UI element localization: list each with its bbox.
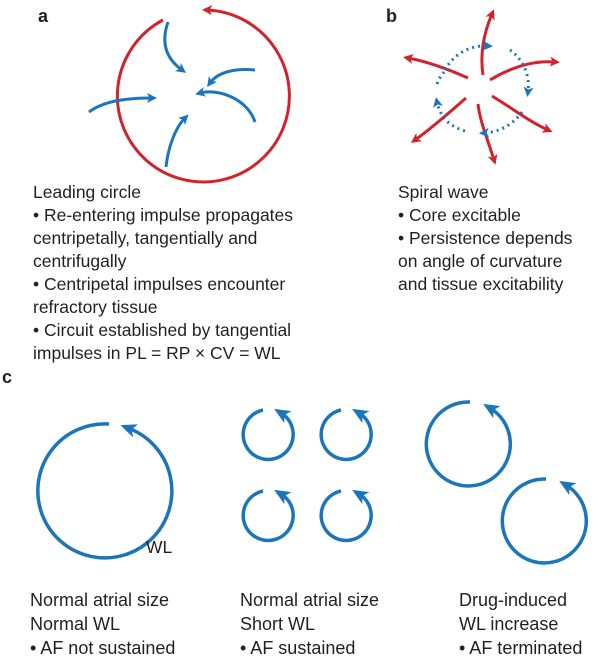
spiral-arm-1 [480, 9, 495, 76]
panel-b-line: • Persistence depends [398, 228, 573, 248]
short-wl-circle-3 [241, 489, 295, 543]
caption-line: WL increase [459, 614, 559, 634]
panel-b-line: and tissue excitability [398, 274, 564, 294]
panel-c-letter: c [2, 367, 13, 387]
drug-wl-circle-1 [424, 400, 513, 488]
short-wl-circle-4 [319, 489, 373, 543]
panel-a-line: • Circuit established by tangential [33, 320, 292, 340]
short-wl-circles [241, 408, 373, 543]
caption-line: • AF not sustained [30, 638, 176, 658]
normal-wl-circle [36, 422, 174, 560]
panel-a-line: impulses in PL = RP × CV = WL [33, 343, 281, 363]
panel-b-description: Spiral wave • Core excitable • Persisten… [398, 181, 572, 296]
centripetal-arrow-1 [163, 21, 187, 73]
panel-a-line: centripetally, tangentially and [33, 228, 258, 248]
panel-b-line: • Core excitable [398, 205, 521, 225]
spiral-core-dotted-4 [433, 97, 466, 133]
caption-short-wl: Normal atrial size Short WL • AF sustain… [240, 588, 379, 660]
panel-a-letter: a [38, 6, 49, 26]
centripetal-arrow-4 [164, 114, 189, 168]
caption-line: Normal atrial size [30, 590, 170, 610]
caption-normal-wl: Normal atrial size Normal WL • AF not su… [30, 588, 175, 660]
spiral-arm-5 [410, 96, 467, 143]
caption-line: • AF terminated [459, 638, 583, 658]
panel-a-title: Leading circle [33, 182, 141, 202]
caption-line: Drug-induced [459, 590, 568, 610]
spiral-arm-6 [403, 53, 469, 80]
wl-label: WL [146, 537, 173, 557]
drug-wl-circle-2 [500, 477, 589, 565]
caption-line: Normal WL [30, 614, 121, 634]
spiral-wave-diagram [403, 9, 560, 165]
caption-line: • AF sustained [240, 638, 356, 658]
panel-a-line: centrifugally [33, 251, 127, 271]
centripetal-arrow-3 [195, 86, 257, 123]
centripetal-arrow-5 [88, 93, 157, 114]
spiral-core-dotted-5 [435, 67, 449, 85]
centripetal-arrow-2 [207, 68, 256, 88]
panel-b-title: Spiral wave [398, 182, 489, 202]
spiral-core-dotted-3 [479, 111, 524, 138]
panel-b-letter: b [386, 6, 397, 26]
leading-circle-diagram [88, 5, 291, 184]
caption-line: Short WL [240, 614, 316, 634]
spiral-arm-3 [491, 94, 553, 133]
short-wl-circle-1 [241, 408, 295, 462]
caption-line: Normal atrial size [240, 590, 380, 610]
panel-a-description: Leading circle • Re-entering impulse pro… [33, 181, 293, 365]
short-wl-circle-2 [319, 408, 373, 462]
drug-induced-wl-circles [424, 400, 589, 565]
panel-a-line: • Centripetal impulses encounter [33, 274, 286, 294]
panel-a-line: refractory tissue [33, 297, 158, 317]
spiral-core-dotted-2 [509, 48, 534, 97]
leading-circle-outer-path [115, 5, 291, 184]
panel-a-line: • Re-entering impulse propagates [33, 205, 294, 225]
panel-b-line: on angle of curvature [398, 251, 563, 271]
caption-drug-induced: Drug-induced WL increase • AF terminated [459, 588, 582, 660]
spiral-arm-2 [489, 56, 560, 82]
